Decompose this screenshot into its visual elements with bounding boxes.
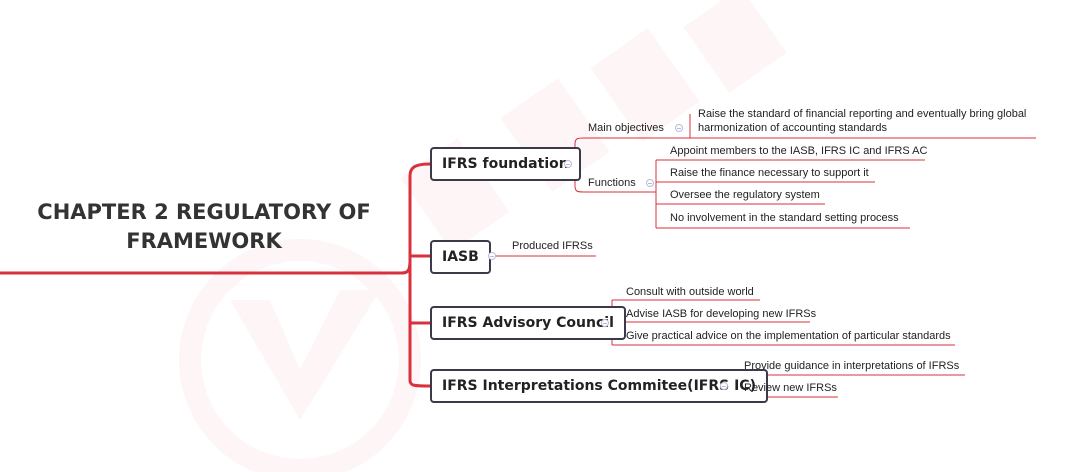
leaf-interpretations-2[interactable]: Review new IFRSs (744, 382, 837, 394)
node-interpretations-label: IFRS Interpretations Commitee(IFRS IC) (442, 378, 756, 394)
root-topic[interactable]: CHAPTER 2 REGULATORY OF FRAMEWORK (18, 198, 390, 256)
leaf-function-1[interactable]: Appoint members to the IASB, IFRS IC and… (670, 145, 928, 157)
collapse-toggle-icon[interactable] (675, 124, 683, 132)
leaf-interpretations-1[interactable]: Provide guidance in interpretations of I… (744, 360, 960, 372)
node-ifrs-foundation-label: IFRS foundation (442, 156, 569, 172)
node-iasb-label: IASB (442, 249, 479, 265)
node-ifrs-foundation[interactable]: IFRS foundation (430, 147, 581, 181)
root-title-line2: FRAMEWORK (126, 229, 282, 253)
node-iasb[interactable]: IASB (430, 240, 491, 274)
leaf-advisory-2[interactable]: Advise IASB for developing new IFRSs (626, 308, 817, 320)
node-interpretations-committee[interactable]: IFRS Interpretations Commitee(IFRS IC) (430, 369, 768, 403)
collapse-toggle-icon[interactable] (564, 160, 572, 168)
collapse-toggle-icon[interactable] (488, 252, 496, 260)
leaf-function-2[interactable]: Raise the finance necessary to support i… (670, 167, 869, 179)
leaf-advisory-3[interactable]: Give practical advice on the implementat… (626, 330, 951, 342)
leaf-function-4[interactable]: No involvement in the standard setting p… (670, 212, 899, 224)
node-advisory-council[interactable]: IFRS Advisory Council (430, 306, 626, 340)
leaf-main-objective-line2[interactable]: harmonization of accounting standards (698, 122, 887, 134)
leaf-main-objective-line1[interactable]: Raise the standard of financial reportin… (698, 108, 1027, 120)
subtopic-main-objectives[interactable]: Main objectives (588, 122, 664, 134)
leaf-function-3[interactable]: Oversee the regulatory system (670, 189, 820, 201)
collapse-toggle-icon[interactable] (646, 179, 654, 187)
collapse-toggle-icon[interactable] (601, 319, 609, 327)
subtopic-functions[interactable]: Functions (588, 177, 636, 189)
collapse-toggle-icon[interactable] (720, 382, 728, 390)
leaf-iasb-1[interactable]: Produced IFRSs (512, 240, 593, 252)
leaf-advisory-1[interactable]: Consult with outside world (626, 286, 754, 298)
node-advisory-council-label: IFRS Advisory Council (442, 315, 614, 331)
root-title-line1: CHAPTER 2 REGULATORY OF (37, 200, 371, 224)
